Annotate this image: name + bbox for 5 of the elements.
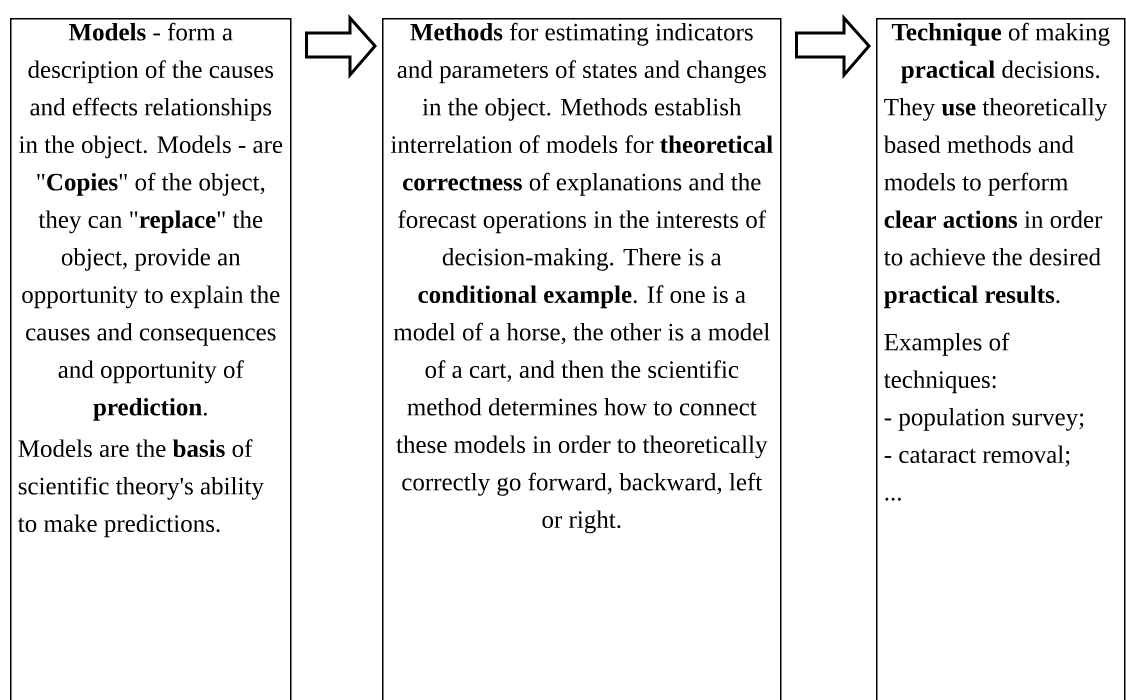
text-box: Technique of making practical decisions. They use theoretically based methods and models to perform clear actions in order to achieve the desired practical results. Examples of techniques: - population survey; - cataract removal; ... <box>876 18 1126 700</box>
block-arrow <box>305 14 377 80</box>
block-arrow <box>795 14 871 80</box>
text-box: Models - form a description of the causes and effects relationships in the object. Models - are "Copies" of the object, they can "replace" the object, provide an opportunity to explain the causes and consequences and opportunity of prediction. Models are the basis of scientific theory's ability to make predictions. <box>10 18 292 700</box>
text-box: Methods for estimating indicators and parameters of states and changes in the object. Methods establish interrelation of models for theoretical correctness of explanations and the forecast operations in the interests of decision-making. There is a conditional example. If one is a model of a horse, the other is a model of a cart, and then the scientific method determines how to connect these models in order to theoretically correctly go forward, backward, left or right. <box>382 18 782 700</box>
